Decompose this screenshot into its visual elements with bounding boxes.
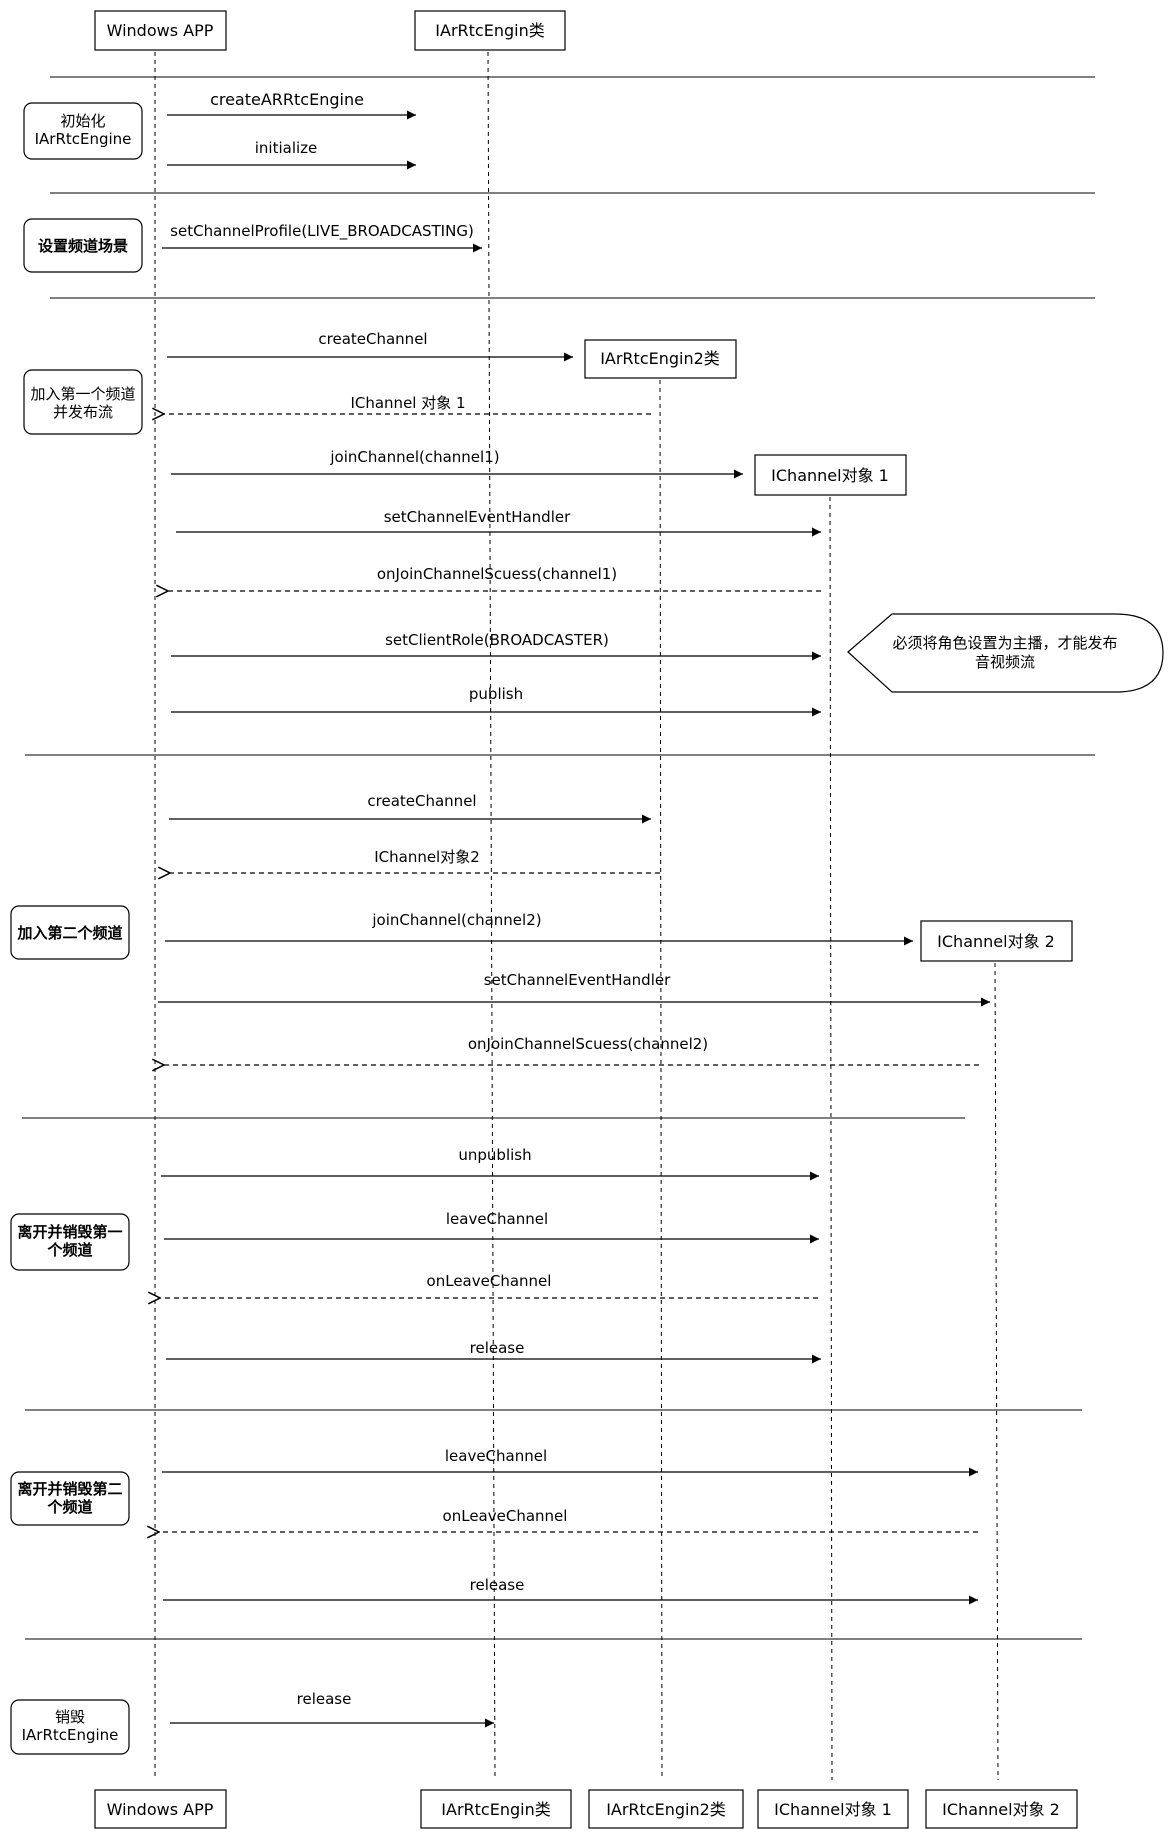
msg-release-engine-label: release	[297, 1690, 352, 1708]
svg-text:IArRtcEngin2类: IArRtcEngin2类	[606, 1800, 726, 1819]
note-text: 必须将角色设置为主播，才能发布音视频流	[892, 634, 1117, 671]
section-leave2: 离开并销毁第二个频道	[10, 1471, 130, 1526]
section-join2-label: 加入第二个频道	[16, 924, 122, 942]
msg-set-role-label: setClientRole(BROADCASTER)	[385, 631, 609, 649]
participant-engine-bottom: IArRtcEngin类	[420, 1789, 572, 1829]
participant-channel2-box: IChannel对象 2	[920, 920, 1073, 962]
messages	[158, 110, 990, 1728]
participant-channel2-bottom: IChannel对象 2	[925, 1789, 1078, 1829]
section-leave1-label: 离开并销毁第一个频道	[17, 1223, 122, 1259]
section-join1: 加入第一个频道并发布流	[23, 369, 143, 435]
lifelines	[154, 51, 999, 1781]
msg-create-channel2-label: createChannel	[367, 792, 476, 810]
message-labels: createARRtcEngine initialize setChannelP…	[170, 90, 708, 1708]
lifeline-channel2	[994, 962, 999, 1781]
participant-app-label: Windows APP	[107, 21, 214, 40]
svg-text:IChannel对象 1: IChannel对象 1	[774, 1800, 892, 1819]
msg-unpublish-label: unpublish	[458, 1146, 531, 1164]
msg-channel2-object-label: IChannel对象2	[374, 848, 480, 866]
msg-set-profile-label: setChannelProfile(LIVE_BROADCASTING)	[170, 222, 474, 241]
participant-engine2-bottom: IArRtcEngin2类	[588, 1789, 744, 1829]
participant-engine-top: IArRtcEngin类	[414, 10, 566, 51]
section-leave2-label: 离开并销毁第二个频道	[17, 1480, 122, 1516]
section-join1-label: 加入第一个频道并发布流	[30, 385, 135, 421]
lifeline-engine	[487, 51, 496, 1781]
participant-channel1-box: IChannel对象 1	[754, 454, 907, 496]
lifeline-channel1	[829, 496, 833, 1781]
msg-leave-channel2-label: leaveChannel	[445, 1447, 547, 1465]
section-profile-label: 设置频道场景	[38, 237, 128, 255]
participant-engine2-box: IArRtcEngin2类	[584, 339, 737, 379]
msg-set-handler1-label: setChannelEventHandler	[384, 508, 571, 526]
section-profile: 设置频道场景	[23, 218, 143, 273]
participant-engine2-label: IArRtcEngin2类	[600, 349, 720, 368]
svg-text:IArRtcEngin类: IArRtcEngin类	[441, 1800, 550, 1819]
svg-text:IChannel对象 2: IChannel对象 2	[942, 1800, 1060, 1819]
participant-app-bottom: Windows APP	[94, 1789, 227, 1829]
msg-on-leave2-label: onLeaveChannel	[443, 1507, 568, 1525]
msg-on-leave1-label: onLeaveChannel	[427, 1272, 552, 1290]
participant-channel1-bottom: IChannel对象 1	[757, 1789, 909, 1829]
msg-join-channel1-label: joinChannel(channel1)	[329, 448, 499, 466]
section-leave1: 离开并销毁第一个频道	[10, 1213, 130, 1271]
return-messages	[159, 414, 979, 1532]
participant-app-top: Windows APP	[94, 10, 227, 51]
msg-channel1-object-label: IChannel 对象 1	[350, 394, 465, 412]
msg-join-channel2-label: joinChannel(channel2)	[371, 911, 541, 929]
participant-engine-label: IArRtcEngin类	[435, 21, 544, 40]
note-callout: 必须将角色设置为主播，才能发布音视频流	[847, 613, 1164, 693]
section-separators	[22, 76, 1095, 1640]
msg-release-channel1-label: release	[470, 1339, 525, 1357]
msg-initialize-label: initialize	[255, 139, 318, 157]
participant-channel1-label: IChannel对象 1	[771, 466, 889, 485]
msg-release-channel2-label: release	[470, 1576, 525, 1594]
msg-create-engine-label: createARRtcEngine	[210, 90, 364, 109]
msg-publish-label: publish	[469, 685, 523, 703]
section-join2: 加入第二个频道	[10, 905, 130, 960]
msg-on-join1-label: onJoinChannelScuess(channel1)	[377, 565, 617, 583]
participant-channel2-label: IChannel对象 2	[937, 932, 1055, 951]
msg-create-channel1-label: createChannel	[318, 330, 427, 348]
msg-set-handler2-label: setChannelEventHandler	[484, 971, 671, 989]
lifeline-engine2	[659, 379, 663, 1781]
svg-text:Windows APP: Windows APP	[107, 1800, 214, 1819]
msg-on-join2-label: onJoinChannelScuess(channel2)	[468, 1035, 708, 1053]
msg-leave-channel1-label: leaveChannel	[446, 1210, 548, 1228]
